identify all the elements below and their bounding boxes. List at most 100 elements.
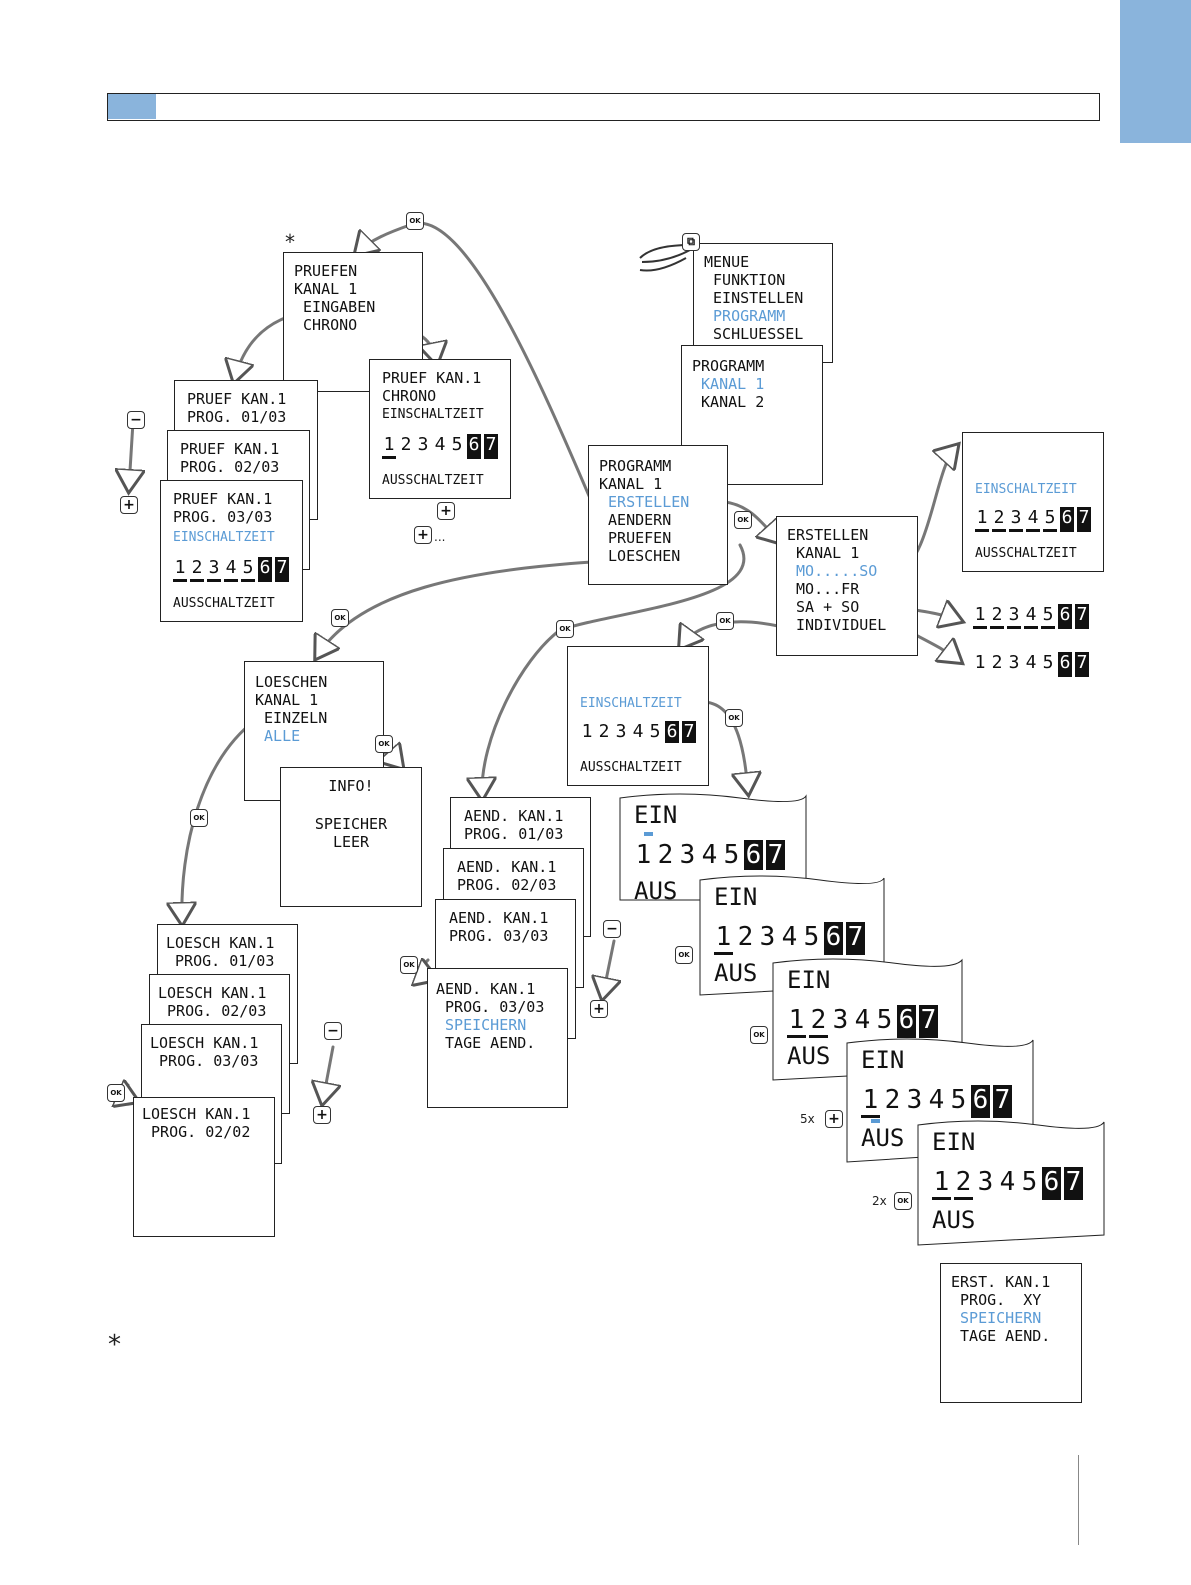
- loeschen-line-4: ALLE: [255, 727, 301, 745]
- day-6: 6: [897, 1005, 916, 1038]
- day-2: 2: [737, 922, 754, 952]
- day-7: 7: [993, 1085, 1012, 1118]
- plus-button-icon: +: [825, 1110, 843, 1128]
- day-4: 4: [1024, 604, 1038, 629]
- ok-button-icon: OK: [107, 1084, 125, 1102]
- loesch3-line-1: LOESCH KAN.1: [150, 1034, 259, 1052]
- day-1: 1: [714, 922, 733, 955]
- ein4-line-1: EIN: [861, 1046, 905, 1074]
- ok-button-icon: OK: [331, 609, 349, 627]
- day-5: 5: [876, 1005, 893, 1035]
- pruef2-line-2: PROG. 02/03: [180, 458, 280, 476]
- ok-button-icon: OK: [406, 212, 424, 230]
- aend3-line-2: PROG. 03/03: [440, 927, 549, 945]
- menue-line-3: EINSTELLEN: [704, 289, 804, 307]
- day-5: 5: [1043, 507, 1057, 532]
- day-3: 3: [207, 557, 221, 582]
- day-1: 1: [581, 721, 593, 742]
- day-3: 3: [679, 840, 696, 870]
- day-3: 3: [417, 434, 429, 455]
- pk1-line-4: AENDERN: [599, 511, 672, 529]
- chrono-line-2: CHRONO: [382, 387, 437, 405]
- menue-line-4: PROGRAMM: [704, 307, 786, 325]
- day-4: 4: [854, 1005, 871, 1035]
- day-3: 3: [832, 1005, 849, 1035]
- pruef2-line-1: PRUEF KAN.1: [180, 440, 280, 458]
- day-1: 1: [382, 434, 396, 459]
- day-4: 4: [928, 1085, 945, 1115]
- erst-line-1: ERST. KAN.1: [951, 1273, 1051, 1291]
- day-1: 1: [173, 557, 187, 582]
- pk1-line-3: ERSTELLEN: [599, 493, 690, 511]
- day-5: 5: [803, 922, 820, 952]
- screen-programm-kanal1: PROGRAMM KANAL 1 ERSTELLEN AENDERN PRUEF…: [588, 445, 728, 585]
- ein1-line-2: AUS: [634, 877, 678, 905]
- day-5: 5: [451, 434, 463, 455]
- screen-menue: MENUE FUNKTION EINSTELLEN PROGRAMM SCHLU…: [693, 243, 833, 363]
- erst-line-2: PROG. XY: [951, 1291, 1042, 1309]
- day-4: 4: [224, 557, 238, 582]
- loesch4-line-1: LOESCH KAN.1: [142, 1105, 251, 1123]
- day-6: 6: [1058, 604, 1072, 629]
- erstellen-line-4: MO...FR: [787, 580, 860, 598]
- loeschen-line-1: LOESCHEN: [255, 673, 328, 691]
- day-6: 6: [665, 721, 679, 743]
- screen-info: INFO! SPEICHER LEER: [280, 767, 422, 907]
- day-2: 2: [884, 1085, 901, 1115]
- day-5: 5: [950, 1085, 967, 1115]
- day-5: 5: [241, 557, 255, 582]
- pruef1-line-2: PROG. 01/03: [187, 408, 287, 426]
- einschalt-r-line-1: EINSCHALTZEIT: [975, 482, 1077, 497]
- day-2: 2: [990, 604, 1004, 629]
- einschalt-r-line-2: AUSSCHALTZEIT: [975, 546, 1077, 561]
- programm-line-2: KANAL 1: [692, 375, 765, 393]
- day-2: 2: [657, 840, 674, 870]
- screen-erstellen: ERSTELLEN KANAL 1 MO.....SO MO...FR SA +…: [776, 516, 918, 656]
- day-3: 3: [1007, 604, 1021, 629]
- ok-button-icon: OK: [190, 809, 208, 827]
- erst-line-3: SPEICHERN: [951, 1309, 1042, 1327]
- pruef3-line-2: PROG. 03/03: [173, 508, 273, 526]
- day-5: 5: [1042, 652, 1054, 673]
- day-6: 6: [971, 1085, 990, 1118]
- aend4-line-3: SPEICHERN: [436, 1016, 527, 1034]
- plus-button-icon: +: [414, 526, 432, 544]
- day-7: 7: [919, 1005, 938, 1038]
- day-5: 5: [1041, 604, 1055, 629]
- ein5-line-1: EIN: [932, 1128, 976, 1156]
- aend4-line-1: AEND. KAN.1: [436, 980, 536, 998]
- section-header-color-tab: [108, 94, 156, 119]
- aend1-line-2: PROG. 01/03: [455, 825, 564, 843]
- info-line-3: LEER: [332, 833, 370, 851]
- erstellen-line-2: KANAL 1: [787, 544, 860, 562]
- loesch3-line-2: PROG. 03/03: [150, 1052, 259, 1070]
- footer-divider: [1078, 1455, 1079, 1545]
- day-3: 3: [906, 1085, 923, 1115]
- screen-loeschen: LOESCHEN KANAL 1 EINZELN ALLE: [244, 661, 384, 801]
- chrono-line-1: PRUEF KAN.1: [382, 369, 482, 387]
- pk1-line-6: LOESCHEN: [599, 547, 681, 565]
- ok-button-icon: OK: [894, 1192, 912, 1210]
- pk1-line-5: PRUEFEN: [599, 529, 672, 547]
- minus-button-icon: −: [324, 1022, 342, 1040]
- ok-button-icon: OK: [400, 956, 418, 974]
- day-1: 1: [932, 1167, 951, 1200]
- day-7: 7: [1077, 507, 1091, 532]
- screen-pruefen: PRUEFEN KANAL 1 EINGABEN CHRONO: [283, 252, 423, 392]
- ein2-line-2: AUS: [714, 959, 758, 987]
- erst-line-4: TAGE AEND.: [951, 1327, 1051, 1345]
- day-6: 6: [1042, 1167, 1061, 1200]
- day-2: 2: [598, 721, 610, 742]
- einschalt-m-line-2: AUSSCHALTZEIT: [580, 760, 682, 775]
